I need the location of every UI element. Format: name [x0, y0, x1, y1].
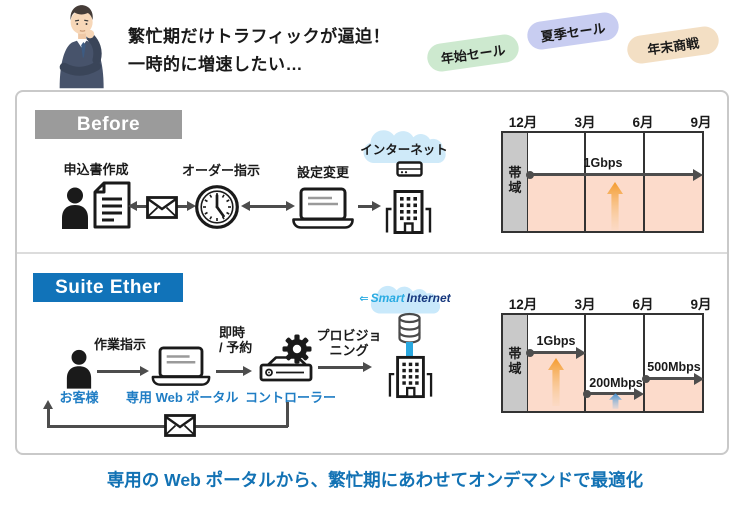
database-icon [398, 312, 421, 344]
suite-fill-seg3 [644, 379, 702, 411]
clock-laptop-arrow [241, 201, 295, 210]
suite-grid-jun [643, 315, 645, 411]
suite-arrow-seg2 [583, 387, 644, 400]
gear-icon [282, 334, 312, 364]
before-grid-mar [584, 133, 586, 231]
clock-icon [195, 185, 239, 229]
speech-text: 繁忙期だけトラフィックが逼迫！ 一時的に増速したい… [128, 23, 390, 79]
customer-person-icon [66, 349, 92, 389]
label-controller: コントローラー [245, 390, 337, 405]
tag-label: 年始セール [439, 42, 507, 66]
tag-new-year-sale: 年始セール [425, 32, 521, 74]
logo-text-smart: Smart [370, 291, 405, 305]
before-panel-title: Before [35, 110, 182, 139]
cloud-building-connector [406, 342, 413, 357]
before-bandwidth-arrow [526, 168, 703, 181]
before-tick-dec: 12月 [508, 115, 538, 130]
label-provisioning-line2: ニング [329, 343, 369, 358]
speech-line-2: 一時的に増速したい… [128, 55, 303, 74]
internet-cloud: インターネット [352, 128, 456, 166]
return-path-arrowhead [42, 400, 53, 409]
portal-controller-arrow [216, 366, 252, 375]
label-provisioning: プロビジョ ニング [316, 328, 382, 358]
label-work-instruction: 作業指示 [93, 337, 146, 352]
demand-up-arrow-icon [607, 182, 623, 230]
demand-up-arrow-small-icon [609, 393, 622, 409]
tag-year-end-sale: 年末商戦 [625, 24, 721, 66]
suite-title-text: Suite Ether [55, 276, 161, 298]
portal-laptop-icon [151, 346, 211, 386]
label-provisioning-line1: プロビジョ [316, 328, 382, 343]
suite-value-seg1: 1Gbps [536, 334, 576, 348]
speech-line-1: 繁忙期だけトラフィックが逼迫！ [128, 27, 391, 46]
building-icon [385, 190, 432, 234]
internet-cloud-label: インターネット [360, 143, 448, 157]
suite-value-seg2: 200Mbps [589, 376, 643, 390]
cloud-shape [370, 285, 441, 314]
router-icon [396, 161, 423, 177]
cloud-shape [363, 130, 446, 163]
label-customer: お客様 [59, 390, 99, 405]
before-grid-jun [643, 133, 645, 231]
tag-label: 年末商戦 [646, 34, 700, 58]
panel-divider [17, 252, 727, 254]
logo-arrow-icon: ⇐ [359, 292, 369, 305]
return-path-left [47, 408, 50, 427]
suite-value-seg3: 500Mbps [647, 360, 701, 374]
thinking-person-illustration [59, 5, 104, 89]
suite-arrow-seg3 [642, 372, 704, 385]
document-icon [93, 181, 131, 229]
return-envelope-icon [164, 414, 196, 437]
laptop-building-arrow [358, 201, 381, 210]
before-tick-jun: 6月 [632, 115, 654, 130]
before-band-axis [503, 133, 528, 231]
footer-caption: 専用の Web ポータルから、繁忙期にあわせてオンデマンドで最適化 [106, 470, 644, 490]
before-band-axis-label: 帯域 [508, 165, 522, 195]
tag-summer-sale: 夏季セール [525, 10, 621, 52]
suite-tick-sep: 9月 [690, 297, 712, 312]
before-bandwidth-value: 1Gbps [583, 156, 623, 170]
return-path-right [286, 402, 289, 427]
label-create-form: 申込書作成 [63, 162, 129, 177]
suite-panel-title: Suite Ether [33, 273, 183, 302]
suite-tick-jun: 6月 [632, 297, 654, 312]
before-title-text: Before [76, 113, 141, 135]
suite-band-axis-label: 帯域 [508, 346, 522, 376]
tag-label: 夏季セール [539, 20, 607, 44]
label-immediate-line2: / 予約 [219, 340, 253, 355]
suite-arrow-seg1 [526, 346, 586, 359]
label-config-change: 設定変更 [296, 165, 349, 180]
envelope-icon [146, 196, 178, 219]
before-tick-sep: 9月 [690, 115, 712, 130]
demand-up-arrow-icon [548, 358, 564, 406]
label-web-portal: 専用 Web ポータル [126, 390, 239, 405]
label-immediate-line1: 即時 [219, 325, 246, 340]
before-tick-mar: 3月 [574, 115, 596, 130]
suite-tick-mar: 3月 [574, 297, 596, 312]
suite-band-axis [503, 315, 528, 411]
suite-tick-dec: 12月 [508, 297, 538, 312]
suite-building-icon [388, 355, 433, 399]
logo-text-internet: Internet [406, 291, 451, 305]
person-icon [62, 187, 88, 229]
label-immediate-reserve: 即時 / 予約 [219, 325, 263, 355]
label-order-instruction: オーダー指示 [181, 163, 260, 178]
suite-grid-mar [584, 315, 586, 411]
laptop-icon [292, 187, 354, 229]
customer-portal-arrow [97, 366, 149, 375]
controller-building-arrow [318, 362, 372, 371]
